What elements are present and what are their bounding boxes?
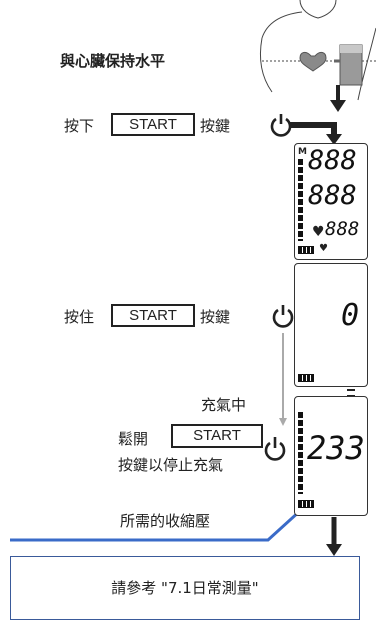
hold-suffix: 按鍵 [200, 308, 231, 326]
level-bar [298, 412, 303, 494]
inflating-label: 充氣中 [201, 396, 247, 414]
start-key-1: START [111, 113, 195, 136]
lcd-row-2: 888 [308, 180, 357, 211]
systolic-label: 所需的收縮壓 [120, 512, 211, 530]
arrow-down-icon [330, 100, 346, 112]
lcd-row-3: 888 [325, 218, 360, 240]
power-icon [272, 305, 294, 328]
systolic-value: 233 [307, 429, 365, 467]
heart-icon [299, 51, 327, 72]
start-key-2: START [111, 304, 195, 327]
lcd-zero-digit: 0 [341, 298, 360, 333]
heart-small-icon: ♥ [319, 243, 328, 254]
heart-level-label: 與心臟保持水平 [60, 52, 166, 70]
lcd-display-result: 233 [294, 396, 368, 516]
press-prefix: 按下 [64, 117, 95, 135]
hold-prefix: 按住 [64, 308, 95, 326]
release-prefix: 鬆開 [118, 430, 149, 448]
start-key-3: START [171, 424, 263, 448]
battery-icon [298, 500, 314, 508]
body-outline [299, 0, 337, 19]
heart-symbol-icon: ♥ [312, 224, 325, 240]
lcd-row-1: 888 [308, 145, 357, 176]
lcd-display-zero: 0 [294, 263, 368, 387]
reference-note: 請參考 "7.1日常測量" [10, 556, 360, 620]
level-bar [298, 159, 303, 241]
press-suffix: 按鍵 [200, 117, 231, 135]
release-suffix: 按鍵以停止充氣 [118, 456, 224, 474]
lcd-display-all-segments: M 888 888 888 ♥ ♥ [294, 143, 368, 260]
battery-icon [298, 246, 314, 254]
battery-icon [298, 374, 314, 382]
power-icon [264, 437, 286, 461]
power-icon [270, 114, 292, 137]
mem-indicator: M [298, 147, 307, 157]
